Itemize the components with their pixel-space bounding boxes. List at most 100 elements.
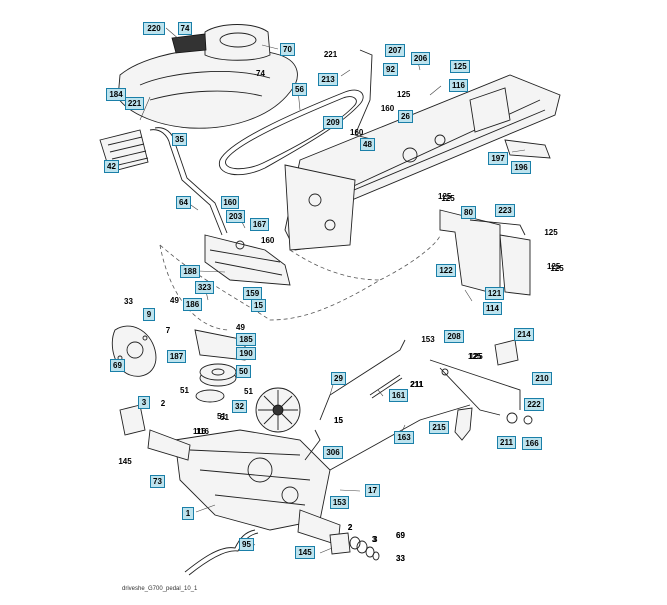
callout-220: 220 — [143, 22, 165, 35]
label-15: 15 — [334, 416, 343, 425]
callout-153-top: 153 — [421, 335, 435, 344]
callout-17: 17 — [365, 484, 380, 497]
drive-belt — [218, 89, 364, 176]
lift-rod — [354, 49, 376, 141]
callout-223: 223 — [495, 204, 515, 217]
callout-211-top: 211 — [410, 380, 424, 389]
callout-56: 56 — [292, 83, 307, 96]
callout-26: 26 — [398, 110, 413, 123]
callout-167: 167 — [250, 218, 269, 231]
callout-116-top: 116 — [449, 79, 468, 92]
label-2: 2 — [348, 523, 353, 532]
callout-95: 95 — [239, 538, 254, 551]
label-74-right: 74 — [256, 69, 265, 78]
callout-48: 48 — [360, 138, 375, 151]
callout-73: 73 — [150, 475, 165, 488]
pulley-stack — [194, 329, 246, 403]
callout-207: 207 — [385, 44, 405, 57]
label-211: 211 — [410, 380, 423, 389]
callout-206: 206 — [411, 52, 430, 65]
callout-190: 190 — [236, 347, 256, 360]
callout-70: 70 — [280, 43, 295, 56]
transaxle — [119, 404, 341, 546]
callout-15-mid: 15 — [334, 416, 343, 425]
callout-116-mid: 116 — [196, 427, 209, 436]
callout-80: 80 — [461, 206, 476, 219]
bracket-80 — [439, 209, 531, 296]
label-125-frame: 125 — [397, 90, 411, 99]
callout-9: 9 — [143, 308, 155, 321]
callout-15-top: 15 — [251, 299, 266, 312]
drawing-id-footer: driveshe_G700_pedal_10_1 — [122, 586, 198, 592]
callout-29: 29 — [331, 372, 346, 385]
pedal-assembly — [429, 339, 533, 441]
callout-74: 74 — [178, 22, 192, 35]
callout-188: 188 — [180, 265, 200, 278]
callout-49: 49 — [170, 296, 179, 305]
callout-69-bottom: 69 — [396, 531, 405, 540]
callout-125-right: 125 — [544, 228, 558, 237]
callout-33-top: 33 — [124, 297, 133, 306]
callout-114: 114 — [483, 302, 502, 315]
cooling-fan — [255, 387, 301, 433]
callout-153-bottom: 153 — [330, 496, 349, 509]
callout-32: 32 — [232, 400, 247, 413]
callout-42: 42 — [104, 160, 119, 173]
callout-2-bottom: 2 — [347, 523, 353, 532]
callout-121: 121 — [485, 287, 504, 300]
callout-211-bottom: 211 — [497, 436, 516, 449]
callout-3-left: 3 — [138, 396, 150, 409]
linkage-rods — [304, 339, 471, 471]
callout-125-top: 125 — [450, 60, 470, 73]
callout-184: 184 — [106, 88, 126, 101]
callout-1: 1 — [182, 507, 194, 520]
callout-7: 7 — [165, 326, 171, 335]
callout-69-left: 69 — [110, 359, 125, 372]
callout-51-b: 51 — [217, 412, 226, 421]
label-51-b: 51 — [220, 413, 229, 422]
callout-221-left: 221 — [125, 97, 144, 110]
steering-lower — [204, 234, 291, 286]
callout-125-bracket: 125 — [441, 194, 455, 203]
callout-161: 161 — [389, 389, 408, 402]
callout-163: 163 — [394, 431, 414, 444]
label-3: 3 — [373, 535, 378, 544]
label-69: 69 — [396, 531, 405, 540]
label-125-bracket: 125 — [438, 192, 452, 201]
label-116: 116 — [193, 427, 206, 436]
callout-197: 197 — [488, 152, 508, 165]
hood-panel — [117, 24, 298, 129]
frame — [284, 74, 561, 251]
callout-209: 209 — [323, 116, 343, 129]
callout-215: 215 — [429, 421, 449, 434]
callout-122: 122 — [436, 264, 456, 277]
axle-hardware — [329, 532, 380, 561]
steering-shaft — [149, 127, 228, 236]
callout-323: 323 — [195, 281, 214, 294]
callout-214: 214 — [514, 328, 534, 341]
label-49: 49 — [236, 323, 245, 332]
label-33: 33 — [396, 554, 405, 563]
callout-145-bottom: 145 — [295, 546, 315, 559]
callout-35: 35 — [172, 133, 187, 146]
cable — [184, 529, 256, 573]
callout-213: 213 — [318, 73, 338, 86]
callout-92: 92 — [383, 63, 398, 76]
callout-33-bottom: 33 — [396, 554, 405, 563]
label-51: 51 — [244, 387, 253, 396]
callout-208: 208 — [444, 330, 464, 343]
label-160-mid: 160 — [350, 128, 364, 137]
callout-203: 203 — [226, 210, 245, 223]
callout-125-pedal: 125 — [469, 352, 483, 361]
callout-196: 196 — [511, 161, 531, 174]
callout-3-bottom: 3 — [371, 535, 377, 544]
callout-160-top: 160 — [380, 104, 395, 113]
callout-210: 210 — [532, 372, 552, 385]
callout-51-a: 51 — [180, 386, 189, 395]
callout-306: 306 — [323, 446, 343, 459]
label-125-pedal: 125 — [468, 352, 482, 361]
callout-187: 187 — [167, 350, 186, 363]
callout-50: 50 — [236, 365, 251, 378]
